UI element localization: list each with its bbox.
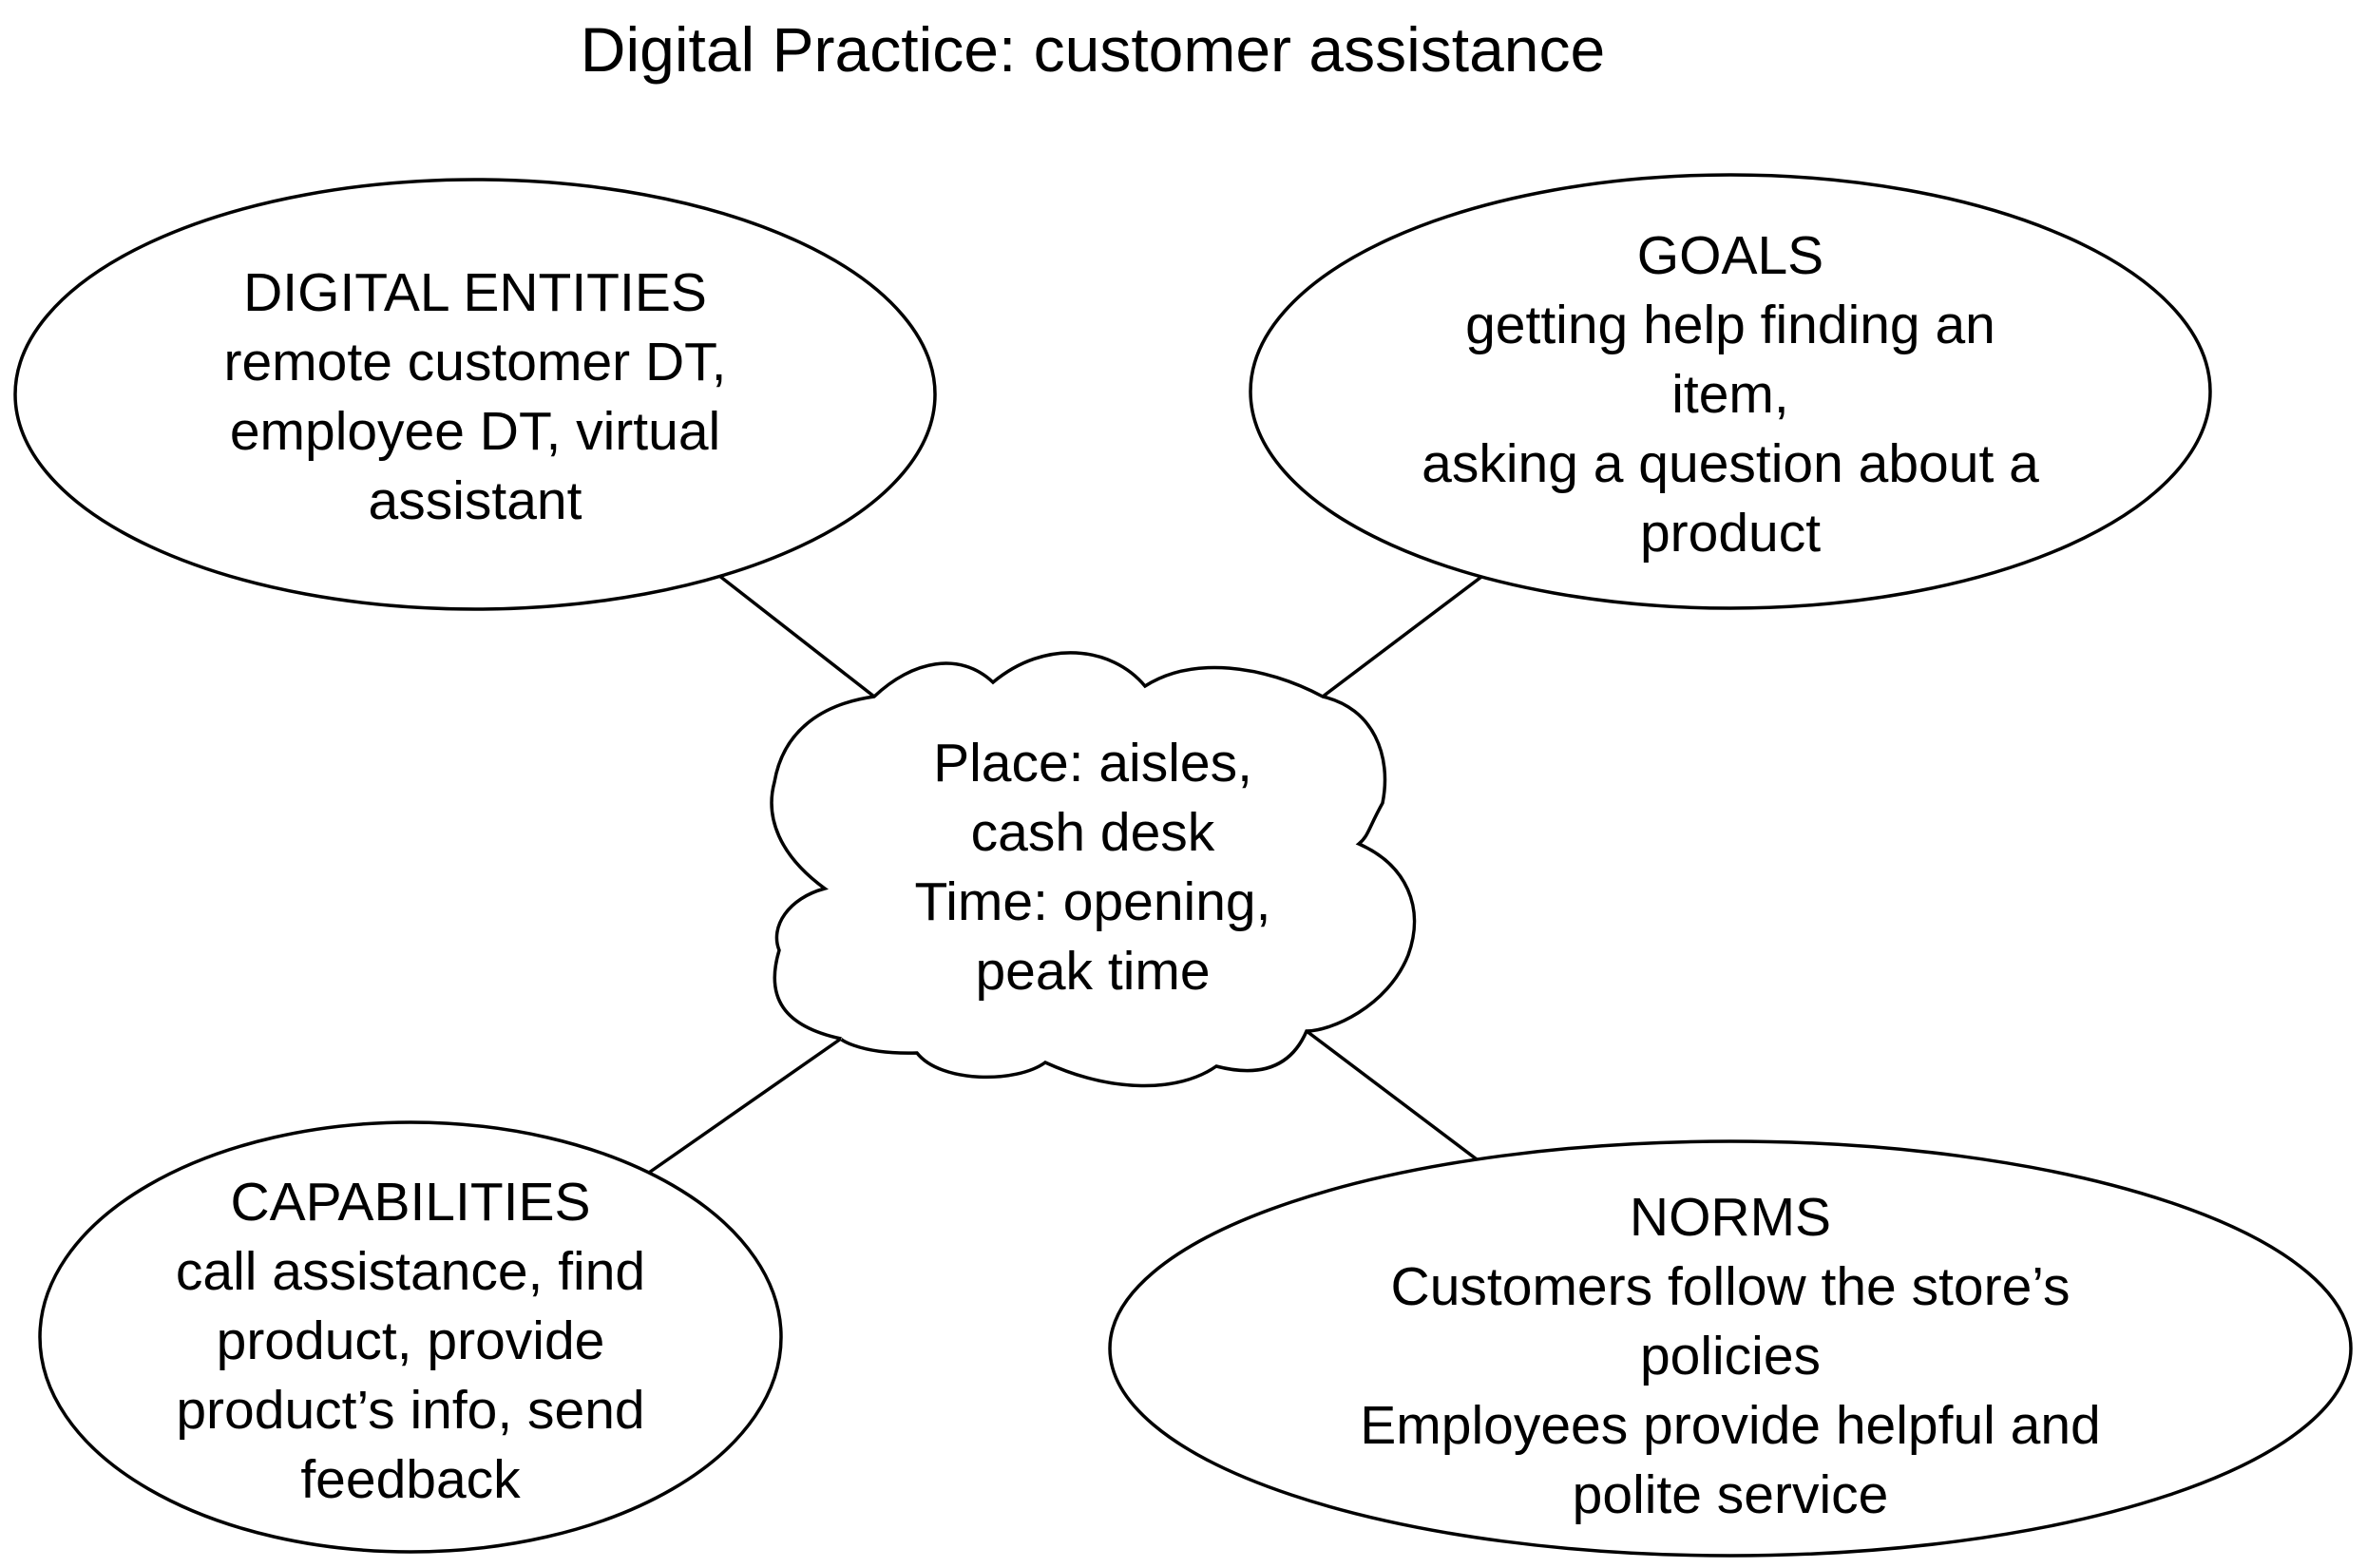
- goals-line: item,: [1671, 364, 1789, 425]
- norms-line: policies: [1639, 1326, 1822, 1386]
- norms-ellipse: [1108, 1139, 2353, 1558]
- goals-line: product: [1639, 503, 1822, 564]
- norms-text: NORMS Customers follow the store’s polic…: [1208, 1183, 2253, 1530]
- capabilities-line: feedback: [300, 1449, 521, 1510]
- context-line: cash desk: [970, 802, 1215, 863]
- capabilities-ellipse: [38, 1120, 783, 1554]
- connector-norms: [1305, 1029, 1494, 1173]
- norms-line: polite service: [1572, 1464, 1889, 1525]
- goals-line: getting help finding an: [1465, 295, 1995, 355]
- capabilities-text: CAPABILITIES call assistance, find produ…: [78, 1168, 743, 1515]
- norms-line: Customers follow the store’s: [1390, 1256, 2071, 1317]
- goals-heading: GOALS: [1636, 225, 1824, 286]
- digital-entities-ellipse: [13, 178, 937, 611]
- norms-heading: NORMS: [1629, 1187, 1832, 1248]
- capabilities-line: product, provide: [216, 1310, 605, 1371]
- context-line: Time: opening,: [914, 871, 1271, 932]
- context-line: peak time: [975, 941, 1211, 1002]
- digital-entities-text: DIGITAL ENTITIES remote customer DT, emp…: [143, 258, 808, 536]
- capabilities-line: call assistance, find: [175, 1241, 646, 1302]
- digital-entities-line: employee DT, virtual: [229, 401, 721, 462]
- digital-entities-heading: DIGITAL ENTITIES: [243, 262, 707, 323]
- digital-entities-line: assistant: [368, 470, 582, 531]
- context-cloud-text: Place: aisles, cash desk Time: opening, …: [855, 729, 1330, 1006]
- capabilities-heading: CAPABILITIES: [230, 1172, 591, 1233]
- context-cloud: [770, 651, 1417, 1088]
- connector-digital-entities: [713, 570, 876, 698]
- norms-line: Employees provide helpful and: [1360, 1395, 2101, 1456]
- goals-text: GOALS getting help finding an item, aski…: [1350, 221, 2110, 568]
- goals-ellipse: [1249, 173, 2212, 610]
- context-line: Place: aisles,: [933, 733, 1252, 794]
- diagram-title: Digital Practice: customer assistance: [580, 14, 1606, 85]
- connector-capabilities: [644, 1037, 843, 1176]
- digital-entities-line: remote customer DT,: [223, 332, 727, 392]
- capabilities-line: product’s info, send: [176, 1380, 645, 1441]
- goals-line: asking a question about a: [1422, 433, 2039, 494]
- connector-goals: [1321, 572, 1487, 698]
